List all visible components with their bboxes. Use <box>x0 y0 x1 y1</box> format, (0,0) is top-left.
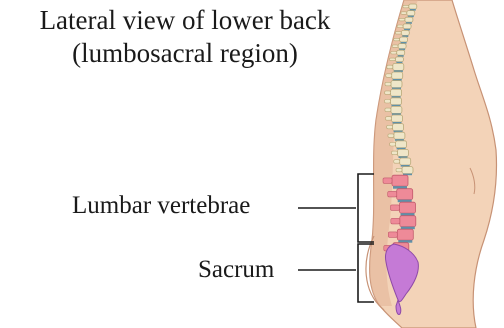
vertebra <box>391 81 402 88</box>
spinous-process <box>396 168 402 172</box>
spinous-process <box>391 205 400 211</box>
vertebra <box>407 11 415 16</box>
spinous-process <box>386 117 392 121</box>
title-line-2: (lumbosacral region) <box>0 37 370 70</box>
vertebra <box>405 17 413 22</box>
spinous-process <box>399 18 405 21</box>
spinous-process <box>403 5 409 8</box>
lumbar-vertebra <box>392 175 408 186</box>
spinous-process <box>392 151 398 155</box>
spinous-process <box>388 232 397 238</box>
vertebra <box>395 57 403 62</box>
vertebra <box>392 72 403 79</box>
spinous-process <box>387 65 393 69</box>
vertebra <box>403 24 411 29</box>
spinous-process <box>389 58 395 61</box>
vertebra <box>402 167 413 174</box>
spinous-process <box>394 38 400 41</box>
diagram-title: Lateral view of lower back (lumbosacral … <box>0 4 370 70</box>
spinous-process <box>385 108 391 112</box>
spinous-process <box>392 45 398 48</box>
spinous-process <box>391 218 400 224</box>
vertebra <box>391 106 402 113</box>
spinous-process <box>395 32 401 34</box>
vertebra <box>398 149 409 156</box>
sacrum-label: Sacrum <box>198 256 274 284</box>
vertebra <box>397 50 405 55</box>
vertebra <box>400 37 408 42</box>
lumbar-vertebra <box>400 202 416 213</box>
title-line-1: Lateral view of lower back <box>0 4 370 37</box>
spinous-process <box>390 143 396 147</box>
spinous-process <box>388 191 397 197</box>
spinous-process <box>385 82 391 86</box>
spinous-process <box>385 100 391 104</box>
vertebra <box>396 141 407 148</box>
vertebra <box>392 115 403 122</box>
vertebra <box>394 132 405 139</box>
vertebra <box>391 89 402 96</box>
vertebra <box>400 158 411 165</box>
vertebra <box>398 44 406 49</box>
spinous-process <box>387 125 393 129</box>
spinous-process <box>401 12 407 15</box>
lumbar-vertebra <box>400 216 416 227</box>
lumbar-vertebrae-label: Lumbar vertebrae <box>72 192 250 220</box>
lumbar-bracket <box>358 174 374 242</box>
vertebra <box>391 98 402 105</box>
spinous-process <box>386 74 392 78</box>
spinous-process <box>385 91 391 95</box>
vertebra <box>401 30 409 35</box>
spinous-process <box>397 25 403 28</box>
spinous-process <box>391 52 397 55</box>
vertebra <box>393 124 404 131</box>
vertebra <box>393 63 404 70</box>
spinous-process <box>383 178 392 184</box>
vertebra <box>409 4 417 9</box>
lumbar-vertebra <box>397 189 413 200</box>
spinous-process <box>388 134 394 138</box>
spinous-process <box>394 160 400 164</box>
lumbar-vertebra <box>397 229 413 240</box>
